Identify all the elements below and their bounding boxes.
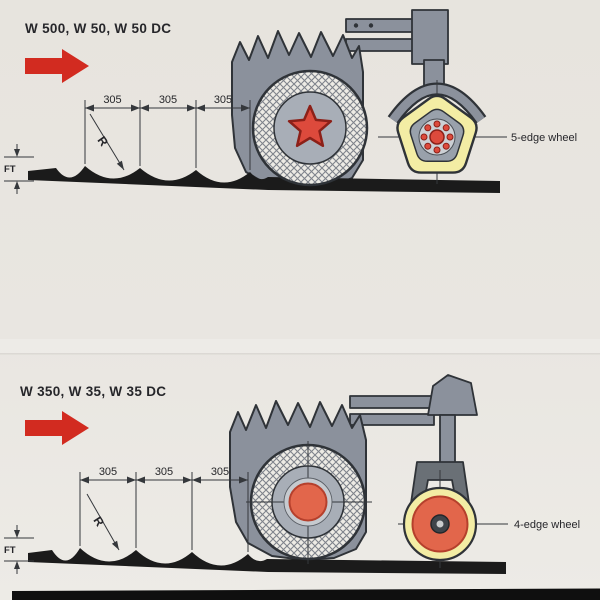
model-label: W 500, W 50, W 50 DC xyxy=(25,21,171,36)
radius-callout: R xyxy=(86,493,120,551)
depth-arrow-up xyxy=(14,181,20,189)
dim-value: 305 xyxy=(155,466,173,478)
hub-bolts xyxy=(420,120,454,154)
depth-label: FT xyxy=(4,545,16,556)
scan-artifacts xyxy=(0,339,600,600)
depth-arrow-down xyxy=(14,530,20,538)
wheel-type-label: 5-edge wheel xyxy=(511,132,577,144)
wheel-support-arm xyxy=(349,374,478,511)
arm-vertical xyxy=(439,414,456,466)
radius-label: R xyxy=(95,134,112,149)
depth-arrow-down xyxy=(14,149,20,157)
depth-label: FT xyxy=(4,164,16,175)
dim-value: 305 xyxy=(103,94,121,106)
arm-lower-bar xyxy=(349,413,435,426)
fold-shadow-line xyxy=(0,353,600,355)
dimension-lines: 305 305 305 xyxy=(84,94,251,170)
five-edge-wheel xyxy=(378,80,507,184)
fold-highlight xyxy=(0,339,600,353)
hub-center xyxy=(429,129,445,145)
dim-arrowheads xyxy=(85,104,250,112)
four-edge-wheel xyxy=(398,470,508,568)
depth-arrow-up xyxy=(14,561,20,569)
arm-head-cap xyxy=(427,374,478,416)
dim-value: 305 xyxy=(214,94,232,106)
dim-value: 305 xyxy=(211,466,229,478)
scan-bottom-edge xyxy=(12,588,600,600)
bolt-icon xyxy=(353,23,359,28)
ground-band xyxy=(28,548,506,574)
bottom-diagram: W 350, W 35, W 35 DC xyxy=(4,374,580,574)
direction-arrow-icon xyxy=(25,49,89,83)
wheel-support-arm xyxy=(345,9,487,124)
radius-callout: R xyxy=(89,113,125,171)
radius-leader xyxy=(86,493,120,551)
radius-leader xyxy=(89,113,125,171)
dim-arrowheads xyxy=(80,476,248,484)
hub-pin xyxy=(436,520,444,528)
milling-drum xyxy=(246,441,372,564)
milling-drum xyxy=(251,69,369,187)
radius-arrowhead xyxy=(116,160,124,170)
wheel-type-label: 4-edge wheel xyxy=(514,519,580,531)
depth-callout: FT xyxy=(4,525,34,574)
dim-value: 305 xyxy=(159,94,177,106)
arm-vertical-block xyxy=(411,9,449,65)
model-label: W 350, W 35, W 35 DC xyxy=(20,384,166,399)
top-diagram: W 500, W 50, W 50 DC xyxy=(4,9,577,194)
dimension-lines: 305 305 305 xyxy=(79,466,249,552)
radius-arrowhead xyxy=(111,540,119,550)
hub-center xyxy=(288,482,328,522)
dim-value: 305 xyxy=(99,466,117,478)
bolt-icon xyxy=(368,23,374,28)
arm-upper-bar xyxy=(349,395,443,409)
radius-label: R xyxy=(90,514,107,529)
ground-band xyxy=(28,166,500,193)
direction-arrow-icon xyxy=(25,411,89,445)
star-hub-icon xyxy=(287,104,333,148)
depth-callout: FT xyxy=(4,144,34,194)
